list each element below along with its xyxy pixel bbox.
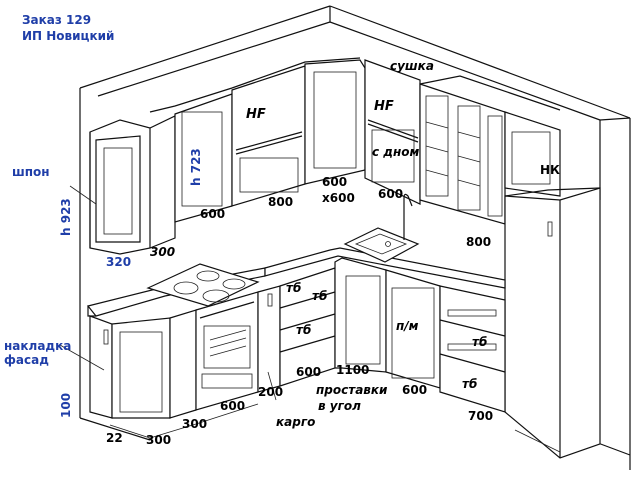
upper-cabinet-hf-dryer	[364, 59, 421, 205]
dim-300b: 300	[182, 417, 207, 431]
dim-800b: 800	[466, 235, 491, 249]
dim-320: 320	[106, 255, 131, 269]
dim-200: 200	[258, 385, 283, 399]
dim-600x600-a: 600	[322, 175, 347, 189]
spacers-label-2: в угол	[318, 399, 361, 413]
tb-label-2: тб	[312, 289, 327, 303]
tb-label-1: тб	[286, 281, 301, 295]
dim-700: 700	[468, 409, 493, 423]
tall-fridge	[504, 187, 601, 459]
dim-300a: 300	[150, 245, 175, 259]
dim-600b: 600	[378, 187, 403, 201]
upper-nk-cabinet	[504, 111, 561, 197]
upper-corner-600x600	[304, 59, 366, 185]
oven	[195, 291, 259, 411]
dishwasher	[385, 269, 441, 389]
dimension-lines	[59, 185, 277, 439]
dim-800a: 800	[268, 195, 293, 209]
dim-600c: 600	[296, 365, 321, 379]
sink	[343, 193, 420, 263]
client-name: ИП Новицкий	[22, 29, 114, 43]
tb-label-4: тб	[472, 335, 487, 349]
hf-label-1: HF	[246, 107, 266, 122]
upper-corner-cabinet	[89, 115, 176, 255]
order-number: Заказ 129	[22, 13, 91, 27]
upper-cabinet-600	[149, 87, 233, 223]
nk-label: НК	[540, 163, 560, 177]
drawer-base-right	[439, 285, 506, 413]
lower-corner-right	[334, 257, 387, 373]
with-bottom-label: с дном	[372, 145, 420, 159]
dim-300c: 300	[146, 433, 171, 447]
labels: Заказ 129 ИП Новицкий шпон накладка фаса…	[4, 13, 560, 447]
cargo-label: карго	[276, 415, 315, 429]
tb-label-3: тб	[296, 323, 311, 337]
lower-corner-cabinet	[89, 309, 197, 419]
veneer-label: шпон	[12, 165, 50, 179]
dim-22: 22	[106, 431, 123, 445]
drawer-base	[279, 267, 336, 387]
dim-600e: 600	[220, 399, 245, 413]
dryer-label: сушка	[390, 59, 434, 73]
dim-600d: 600	[402, 383, 427, 397]
dim-1100: 1100	[336, 363, 369, 377]
overlay-label-2: фасад	[4, 353, 49, 367]
pm-label: п/м	[396, 319, 419, 333]
spacers-label-1: проставки	[316, 383, 388, 397]
tb-label-5: тб	[462, 377, 477, 391]
upper-cabinet-800-hf	[231, 57, 361, 207]
overlay-label-1: накладка	[4, 339, 71, 353]
dim-600x600-b: х600	[322, 191, 355, 205]
dim-600a: 600	[200, 207, 225, 221]
hf-label-2: HF	[374, 99, 394, 114]
height-723: h 723	[189, 148, 203, 186]
upper-glass-cabinets	[419, 75, 561, 225]
height-923: h 923	[59, 198, 73, 236]
hob	[146, 263, 260, 307]
height-100: 100	[59, 393, 73, 418]
